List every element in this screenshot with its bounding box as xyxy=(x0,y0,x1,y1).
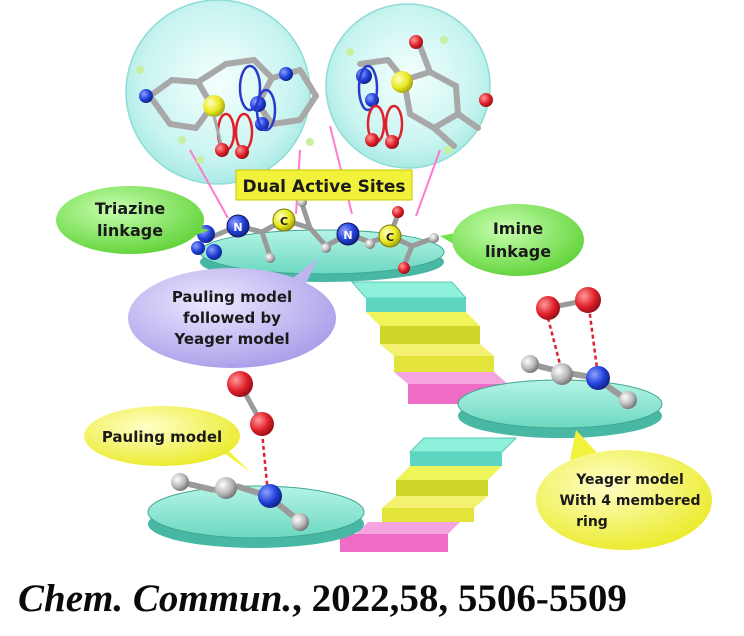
citation-journal: Chem. Commun. xyxy=(18,577,293,620)
oxygen-atom xyxy=(536,296,560,320)
yeager4-line3: ring xyxy=(576,514,608,530)
nitrogen-atom xyxy=(279,67,293,81)
oxygen-atom xyxy=(398,262,410,274)
zoom-bubble-right xyxy=(325,3,493,217)
nitrogen-atom xyxy=(139,89,153,103)
journal-citation: Chem. Commun., 2022,58, 5506-5509 xyxy=(18,576,627,621)
stair-step-lower-4 xyxy=(340,522,460,552)
oxygen-atom xyxy=(575,287,601,313)
stair-step-lower-1 xyxy=(408,437,518,466)
stair-step-upper-2 xyxy=(366,312,480,344)
carbon-atom xyxy=(215,477,237,499)
oxygen-atom xyxy=(365,133,379,147)
molecule-right xyxy=(357,43,481,149)
oxygen-atom xyxy=(215,143,229,157)
carbon-atom xyxy=(521,355,539,373)
carbon-atom xyxy=(551,363,573,385)
dual-active-sites-label: Dual Active Sites xyxy=(235,169,413,201)
citation-details: , 2022,58, 5506-5509 xyxy=(292,577,627,620)
pauling-model-callout: Pauling model xyxy=(84,406,250,472)
imine-label-line1: Imine xyxy=(493,219,544,238)
atom-label-c2: C xyxy=(386,231,394,244)
zoom-bubble-left xyxy=(125,0,319,219)
sulfur-atom xyxy=(203,95,225,117)
pauling-yeager-line2: followed by xyxy=(183,309,281,327)
oxygen-atom xyxy=(227,371,253,397)
nitrogen-atom xyxy=(258,484,282,508)
nitrogen-site-2 xyxy=(336,222,360,246)
triazine-ring xyxy=(191,225,222,260)
oxygen-atom xyxy=(409,35,423,49)
pauling-yeager-callout: Pauling model followed by Yeager model xyxy=(128,258,336,368)
yeager-4-membered-callout: Yeager model With 4 membered ring xyxy=(536,430,712,550)
pauling-model-text: Pauling model xyxy=(102,428,222,446)
pauling-yeager-line1: Pauling model xyxy=(172,288,292,306)
stair-step-upper-1 xyxy=(350,281,468,312)
carbon-atom xyxy=(171,473,189,491)
carbon-atom xyxy=(291,513,309,531)
nitrogen-atom xyxy=(191,241,205,255)
atom-label-c1: C xyxy=(280,215,288,228)
nitrogen-atom xyxy=(206,244,222,260)
platform-right xyxy=(457,379,663,438)
pauling-adsorption-molecule xyxy=(171,371,309,531)
nitrogen-atom xyxy=(586,366,610,390)
triazine-linkage-callout: Triazine linkage xyxy=(56,186,210,254)
imine-linkage-callout: Imine linkage xyxy=(440,204,584,276)
yeager4-line2: With 4 membered xyxy=(560,493,701,509)
oxygen-atom xyxy=(250,412,274,436)
sulfur-atom xyxy=(391,71,413,93)
pauling-yeager-line3: Yeager model xyxy=(173,330,289,348)
atom-label-n2: N xyxy=(343,229,352,242)
cof-framework-molecule: N C N C xyxy=(191,197,439,274)
oxygen-atom xyxy=(392,206,404,218)
sulfur-site-1 xyxy=(272,208,296,232)
platform-left xyxy=(147,485,365,548)
triazine-label-line2: linkage xyxy=(97,221,163,240)
oxygen-atom xyxy=(385,135,399,149)
stair-step-upper-3 xyxy=(380,344,494,372)
dual-active-sites-text: Dual Active Sites xyxy=(243,177,406,197)
oxygen-atom xyxy=(479,93,493,107)
imine-label-line2: linkage xyxy=(485,242,551,261)
atom-label-n1: N xyxy=(233,221,242,234)
triazine-label-line1: Triazine xyxy=(95,199,166,218)
yeager4-line1: Yeager model xyxy=(575,472,684,488)
stair-step-lower-3 xyxy=(382,496,488,522)
carbon-atom xyxy=(619,391,637,409)
nitrogen-site-1 xyxy=(226,214,250,238)
sulfur-site-2 xyxy=(378,224,402,248)
oxygen-atom xyxy=(235,145,249,159)
yeager-adsorption-molecule xyxy=(521,287,637,409)
stair-step-lower-2 xyxy=(396,466,502,496)
